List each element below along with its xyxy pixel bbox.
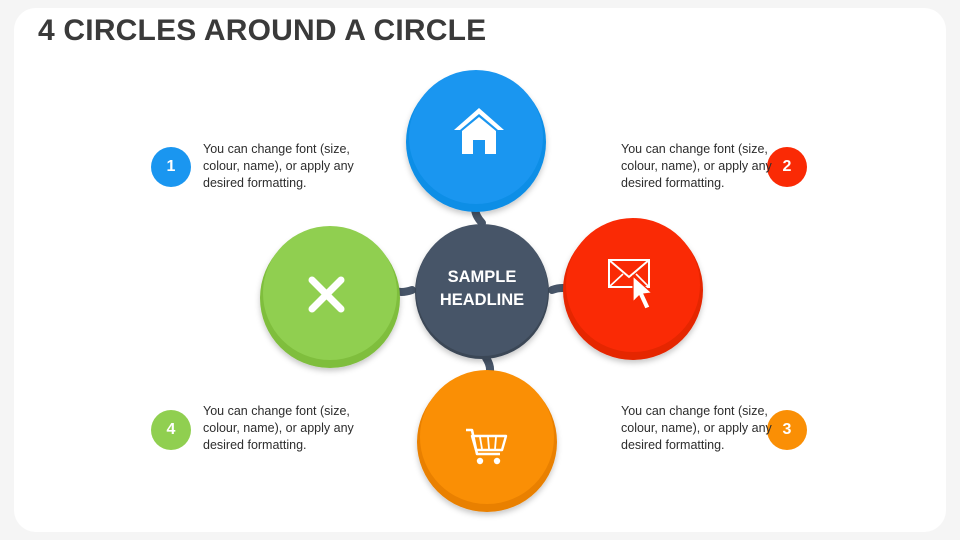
- close-x-icon: [308, 276, 345, 313]
- number-badge-1: 1: [151, 147, 191, 187]
- circle-cart: [417, 370, 557, 512]
- envelope-cursor-icon: [608, 259, 654, 310]
- center-headline-line1: SAMPLE: [447, 268, 517, 286]
- description-4: You can change font (size, colour, name)…: [203, 404, 354, 452]
- shopping-cart-icon: [466, 428, 508, 465]
- center-headline: SAMPLE HEADLINE: [414, 266, 550, 312]
- number-badge-2: 2: [767, 147, 807, 187]
- circle-close: [260, 226, 400, 368]
- number-badge-3: 3: [767, 410, 807, 450]
- house-icon: [454, 108, 504, 154]
- description-2: You can change font (size, colour, name)…: [621, 142, 772, 190]
- center-headline-line2: HEADLINE: [439, 291, 525, 309]
- description-1: You can change font (size, colour, name)…: [203, 142, 354, 190]
- circle-home: [406, 70, 546, 212]
- circle-email: [563, 218, 703, 360]
- number-badge-4: 4: [151, 410, 191, 450]
- description-3: You can change font (size, colour, name)…: [621, 404, 772, 452]
- slide-title: 4 CIRCLES AROUND A CIRCLE: [38, 14, 487, 47]
- center-circle: [415, 224, 549, 359]
